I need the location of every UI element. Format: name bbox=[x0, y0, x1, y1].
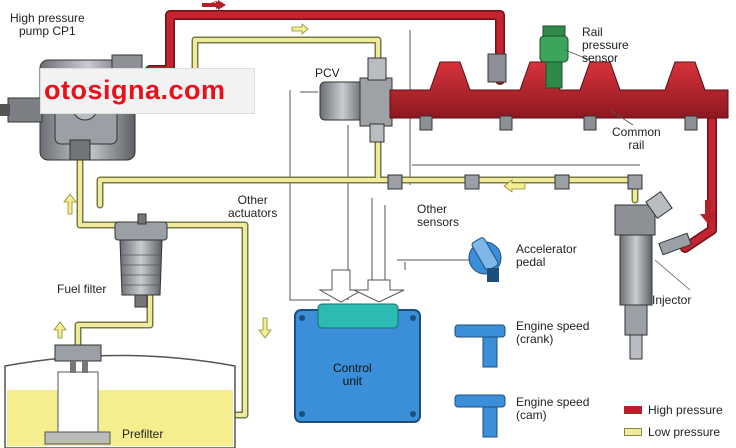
legend-high-label: High pressure bbox=[648, 403, 723, 417]
rail-pressure-sensor bbox=[539, 25, 569, 89]
legend-low-swatch bbox=[624, 428, 642, 436]
control-unit bbox=[294, 303, 421, 423]
fuel-filter-label: Fuel filter bbox=[57, 282, 107, 296]
prefilter-label: Prefilter bbox=[122, 427, 164, 441]
fuel-filter bbox=[114, 213, 168, 308]
fuel-tank bbox=[4, 344, 236, 448]
cam-sensor-label: Engine speed(cam) bbox=[516, 395, 590, 422]
flow-arrows bbox=[53, 0, 716, 339]
ecu-io-arrows bbox=[318, 269, 405, 303]
injector-label: Injector bbox=[652, 293, 692, 307]
accelerator-pedal-sensor bbox=[468, 237, 502, 282]
legend-high-swatch bbox=[624, 406, 642, 414]
common-rail bbox=[389, 53, 729, 131]
pcv-valve bbox=[319, 57, 393, 143]
pcv-label: PCV bbox=[315, 66, 340, 80]
crank-speed-sensor bbox=[454, 324, 506, 368]
injector bbox=[614, 190, 692, 360]
cam-speed-sensor bbox=[454, 394, 506, 438]
leader-lines bbox=[564, 49, 691, 291]
watermark-box: otosigna.com bbox=[40, 68, 255, 114]
return-fittings bbox=[387, 174, 643, 190]
crank-sensor-label: Engine speed(crank) bbox=[516, 319, 590, 346]
watermark-text: otosigna.com bbox=[44, 75, 226, 105]
legend-low-label: Low pressure bbox=[648, 425, 721, 439]
